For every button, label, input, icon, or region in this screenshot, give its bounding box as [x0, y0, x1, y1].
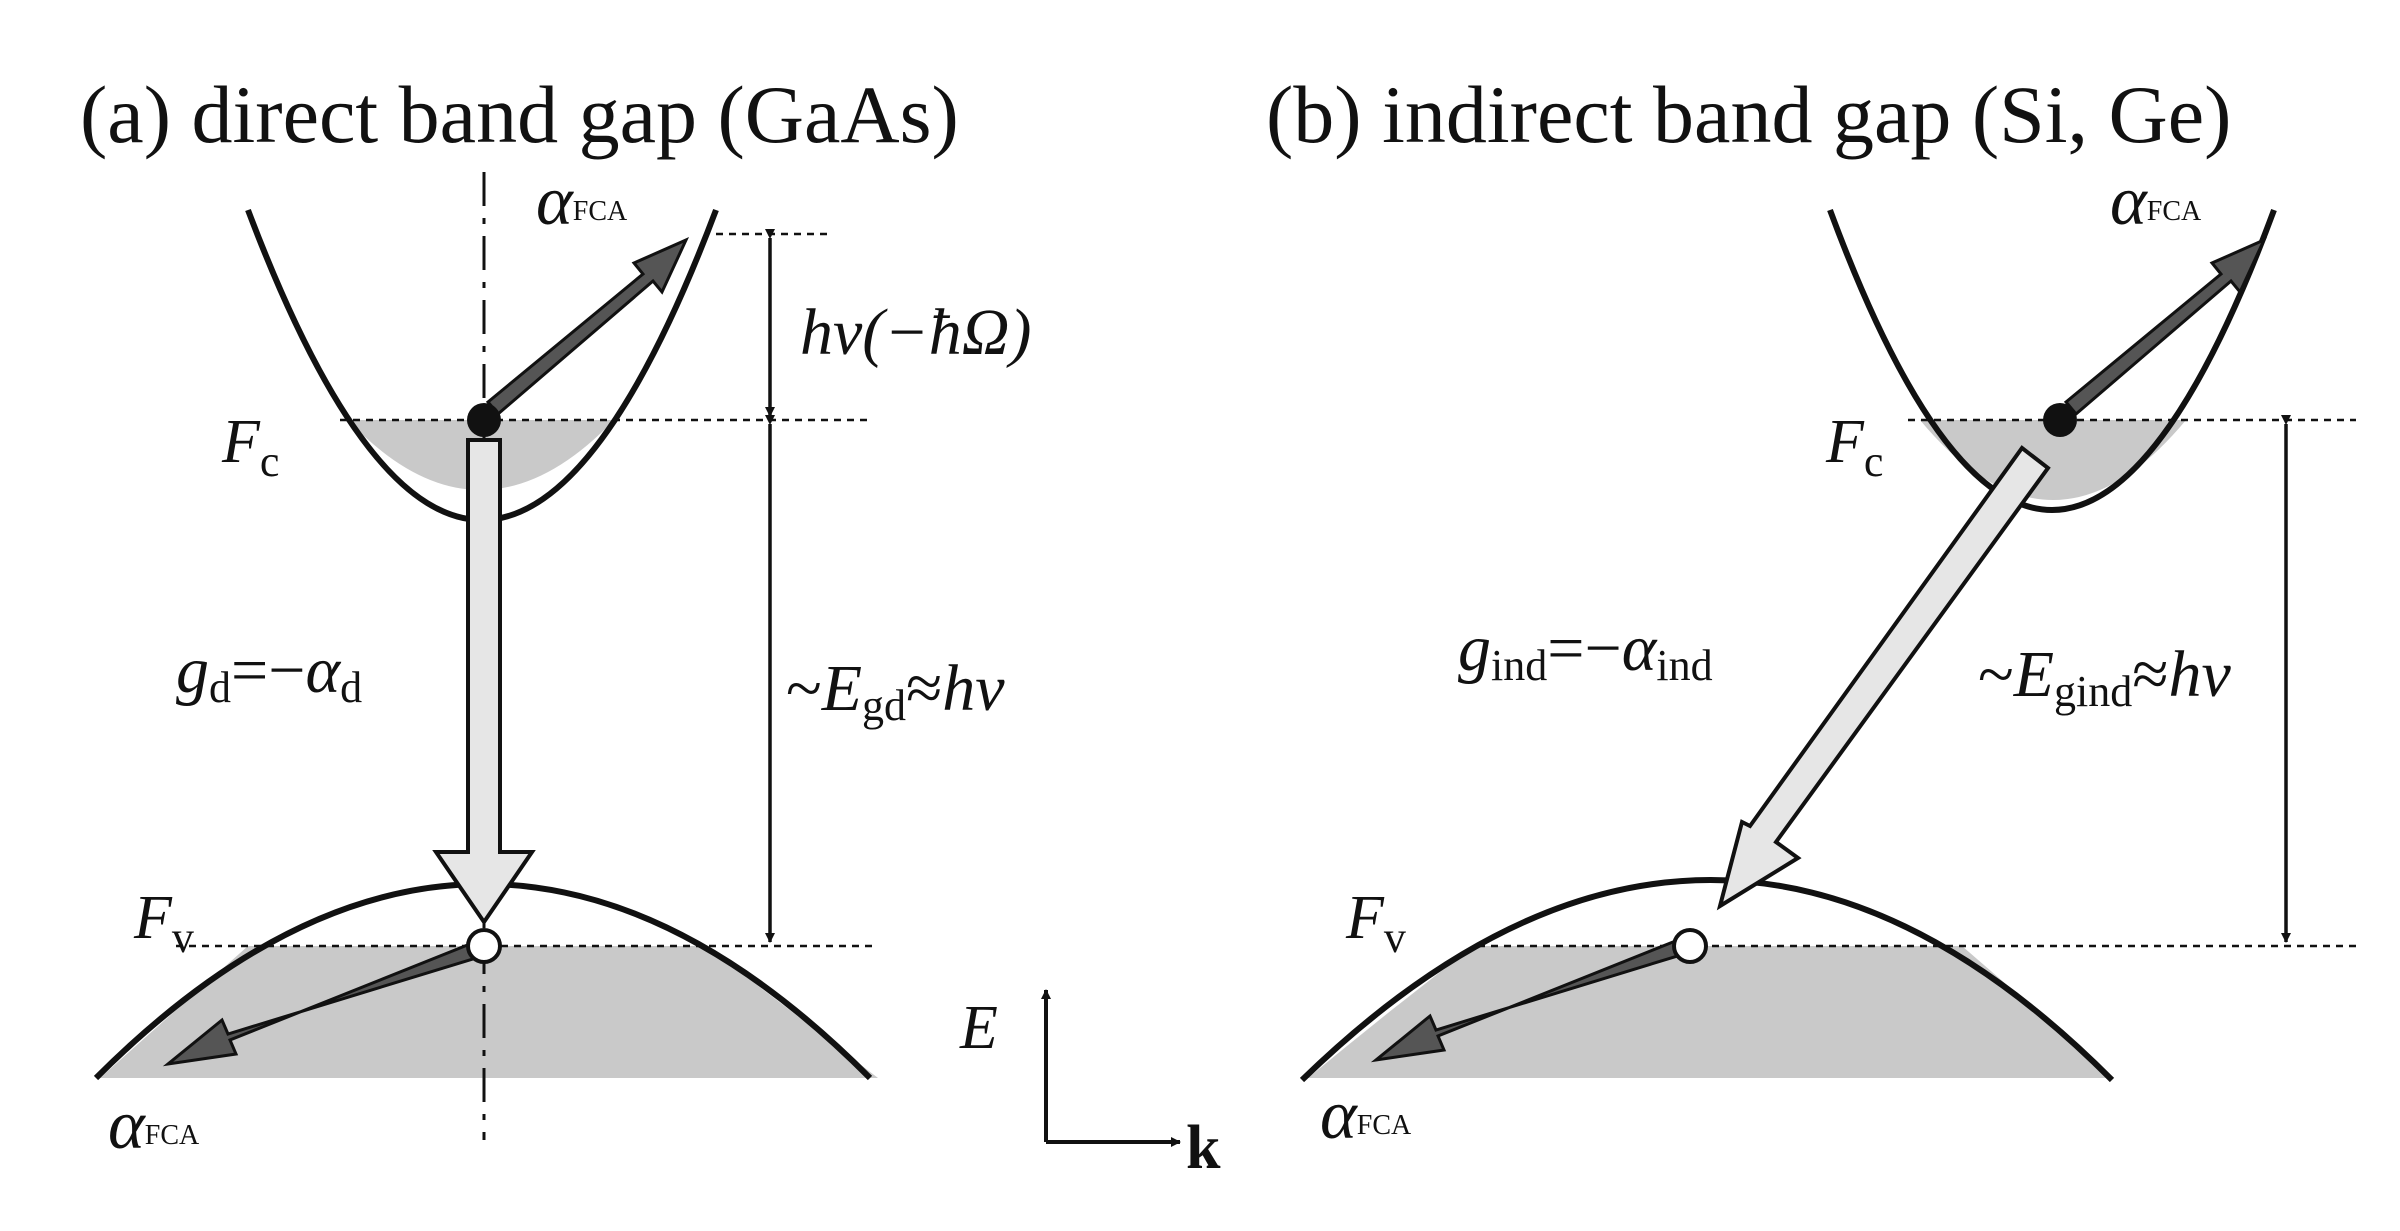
panel-a-alpha-bottom-sub: FCA: [145, 1120, 200, 1151]
panel-b-gap-approx: ≈: [2132, 638, 2168, 711]
panel-b-fc-sub: c: [1864, 437, 1884, 486]
panel-a-fv-main: F: [133, 884, 173, 952]
momentum-axis-label: k: [1186, 1114, 1221, 1182]
panel-b-gap-label: ~Egind≈hν: [1978, 638, 2232, 716]
panel-b-gap-e-sub: gind: [2054, 667, 2132, 716]
panel-a-gain-g: g: [176, 634, 209, 707]
panel-a-hole: [466, 928, 502, 964]
panel-b-gain-eq: =−: [1547, 612, 1621, 685]
panel-b-gap-e: E: [2013, 638, 2054, 711]
panel-a-fc-main: F: [221, 408, 261, 476]
panel-a-direct-transition-arrow: [432, 438, 536, 926]
panel-a-gain-g-sub: d: [209, 663, 231, 712]
panel-b-fv-label: Fv: [1345, 884, 1406, 962]
panel-b-gain-label: gind=−αind: [1458, 612, 1713, 690]
panel-a-fc-label: Fc: [221, 408, 279, 486]
energy-axis-label: E: [959, 994, 998, 1062]
panel-b-gain-alpha: α: [1622, 612, 1658, 685]
panel-b-fv-main: F: [1345, 884, 1385, 952]
panel-b-gap-prefix: ~: [1978, 638, 2014, 711]
panel-b-fv-sub: v: [1384, 913, 1406, 962]
panel-a-gain-alpha-sub: d: [340, 663, 362, 712]
panel-b-indirect-transition-arrow: [1716, 445, 2051, 911]
panel-b-fca-arrow-top: [2063, 237, 2268, 417]
panel-a-alpha-top-main: α: [536, 163, 574, 240]
panel-b-alpha-top-sub: FCA: [2147, 196, 2202, 227]
panel-b: (b) indirect band gap (Si, Ge) Fc Fv αFC…: [1266, 69, 2356, 1154]
panel-a-title: (a) direct band gap (GaAs): [80, 69, 959, 160]
panel-b-fc-label: Fc: [1825, 408, 1883, 486]
panel-b-alpha-fca-top: αFCA: [2110, 163, 2202, 240]
panel-b-fca-arrow-bottom: [1370, 938, 1687, 1063]
panel-a-alpha-fca-bottom: αFCA: [108, 1087, 200, 1164]
panel-b-fc-main: F: [1825, 408, 1865, 476]
panel-b-gap-hv: hν: [2169, 638, 2232, 711]
panel-a-gap-prefix: ~: [786, 652, 822, 725]
panel-a-fca-arrow-top: [485, 237, 690, 417]
panel-a-valence-hole-fill: [100, 946, 878, 1078]
panel-a-gap-approx: ≈: [906, 652, 942, 725]
panel-a-gap-e-sub: gd: [862, 681, 906, 730]
panel-b-valence-band-curve: [1299, 877, 2115, 1083]
panel-b-conduction-band-curve: [1827, 208, 2277, 513]
panel-a-alpha-bottom-main: α: [108, 1087, 146, 1164]
panel-a-gap-label: ~Egd≈hν: [786, 652, 1005, 730]
panel-a-fc-sub: c: [260, 437, 280, 486]
panel-a-photon-label: hν(−ħΩ): [800, 296, 1032, 369]
panel-a-fv-label: Fv: [133, 884, 194, 962]
panel-b-valence-hole-fill: [1308, 946, 2114, 1078]
panel-a-gap-hv: hν: [942, 652, 1005, 725]
panel-b-alpha-top-main: α: [2110, 163, 2148, 240]
panel-b-alpha-bottom-main: α: [1320, 1077, 1358, 1154]
panel-b-hole: [1672, 928, 1708, 964]
panel-a-gap-e: E: [821, 652, 862, 725]
panel-a-electron: [467, 403, 501, 437]
panel-a-alpha-fca-top: αFCA: [536, 163, 628, 240]
panel-b-gain-g-sub: ind: [1491, 641, 1547, 690]
panel-a: (a) direct band gap (GaAs) Fc: [80, 69, 1032, 1164]
panel-a-gain-eq: =−: [231, 634, 305, 707]
panel-b-electron: [2043, 403, 2077, 437]
panel-b-alpha-bottom-sub: FCA: [1357, 1110, 1412, 1141]
e-k-axes: E k: [959, 989, 1221, 1182]
panel-b-title: (b) indirect band gap (Si, Ge): [1266, 69, 2231, 160]
panel-a-gain-label: gd=−αd: [176, 634, 362, 712]
panel-a-gain-alpha: α: [305, 634, 341, 707]
panel-b-alpha-fca-bottom: αFCA: [1320, 1077, 1412, 1154]
panel-a-fca-arrow-bottom: [162, 942, 479, 1067]
panel-b-gain-g: g: [1458, 612, 1491, 685]
panel-a-alpha-top-sub: FCA: [573, 196, 628, 227]
panel-a-fv-sub: v: [172, 913, 194, 962]
panel-b-gain-alpha-sub: ind: [1656, 641, 1712, 690]
